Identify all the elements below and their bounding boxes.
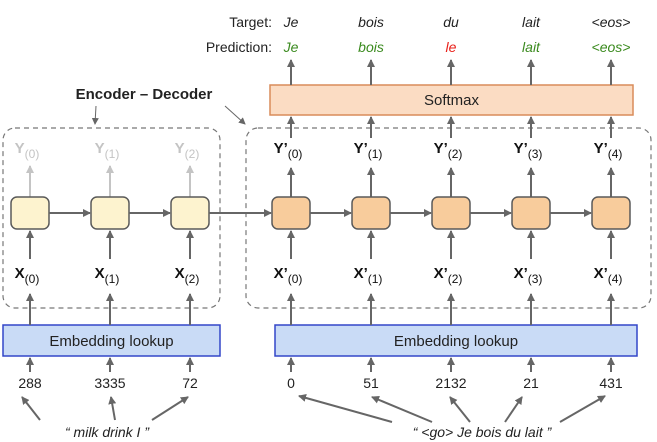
encoder-embedding-layer (2, 324, 221, 357)
decoder-cell (351, 196, 391, 230)
decoder-cell (271, 196, 311, 230)
decoder-sentence-arrow (298, 394, 393, 423)
encoder-group (2, 127, 221, 309)
encoder-input-label: X(0) (15, 265, 40, 286)
target-word: Je (283, 14, 299, 30)
prediction-word: bois (358, 39, 384, 55)
decoder-embedding-layer (274, 324, 638, 357)
encoder-token-id: 72 (182, 375, 198, 391)
target-words: Je bois du lait <eos> (283, 14, 631, 30)
decoder-input-label: X’(3) (514, 265, 543, 286)
decoder-input-label: X’(4) (594, 265, 623, 286)
title-arrow-decoder (224, 105, 246, 125)
encoder-output-label: Y(0) (15, 140, 40, 161)
decoder-cell (511, 196, 551, 230)
decoder-token-id: 21 (523, 375, 539, 391)
decoder-sentence-arrow (559, 395, 606, 423)
target-word: bois (358, 14, 384, 30)
prediction-word: Je (283, 39, 299, 55)
decoder-input-label: X’(1) (354, 265, 383, 286)
decoder-token-id: 431 (599, 375, 623, 391)
encoder-input-label: X(1) (95, 265, 120, 286)
decoder-output-label: Y’(4) (594, 140, 623, 161)
encoder-sentence-arrow (21, 396, 41, 421)
decoder-token-id: 0 (287, 375, 295, 391)
decoder-output-label: Y’(0) (274, 140, 303, 161)
prediction-row-label: Prediction: (206, 39, 272, 55)
encoder-output-label: Y(2) (175, 140, 200, 161)
target-row-label: Target: (229, 14, 272, 30)
encoder-sentence-arrow (151, 396, 189, 421)
softmax-label: Softmax (424, 92, 480, 109)
encoder-input-label: X(2) (175, 265, 200, 286)
target-word: <eos> (592, 14, 631, 30)
target-word: lait (522, 14, 541, 30)
encoder-sentence-arrow (108, 396, 117, 421)
prediction-word: le (446, 39, 457, 55)
prediction-word: <eos> (592, 39, 631, 55)
decoder-cell (431, 196, 471, 230)
encoder-embedding-label: Embedding lookup (49, 333, 173, 350)
prediction-word: lait (522, 39, 541, 55)
decoder-input-label: X’(0) (274, 265, 303, 286)
decoder-token-id: 2132 (435, 375, 466, 391)
network-elements: Y(0) X(0) 288 Y(1) X(1) 3335 Y(2) X(2) 72 Y’(0) X’… (10, 59, 631, 423)
decoder-cell (591, 196, 631, 230)
encoder-token-id: 288 (18, 375, 42, 391)
decoder-output-label: Y’(2) (434, 140, 463, 161)
encoder-sentence: “ milk drink I ” (65, 424, 150, 440)
decoder-sentence-arrow (504, 396, 523, 423)
target-word: du (443, 14, 459, 30)
encoder-cell (10, 196, 50, 230)
decoder-token-id: 51 (363, 375, 379, 391)
encoder-cell (90, 196, 130, 230)
encoder-output-label: Y(1) (95, 140, 120, 161)
title-arrow-encoder (91, 105, 99, 125)
decoder-sentence-arrow (371, 396, 433, 423)
decoder-embedding-label: Embedding lookup (394, 333, 518, 350)
encoder-cell (170, 196, 210, 230)
decoder-output-label: Y’(1) (354, 140, 383, 161)
encoder-token-id: 3335 (94, 375, 125, 391)
decoder-group (245, 127, 652, 309)
decoder-sentence: “ <go> Je bois du lait ” (413, 424, 553, 440)
prediction-words: Je bois le lait <eos> (283, 39, 631, 55)
decoder-sentence-arrow (449, 396, 471, 423)
diagram-title: Encoder – Decoder (76, 86, 213, 103)
decoder-input-label: X’(2) (434, 265, 463, 286)
decoder-output-label: Y’(3) (514, 140, 543, 161)
